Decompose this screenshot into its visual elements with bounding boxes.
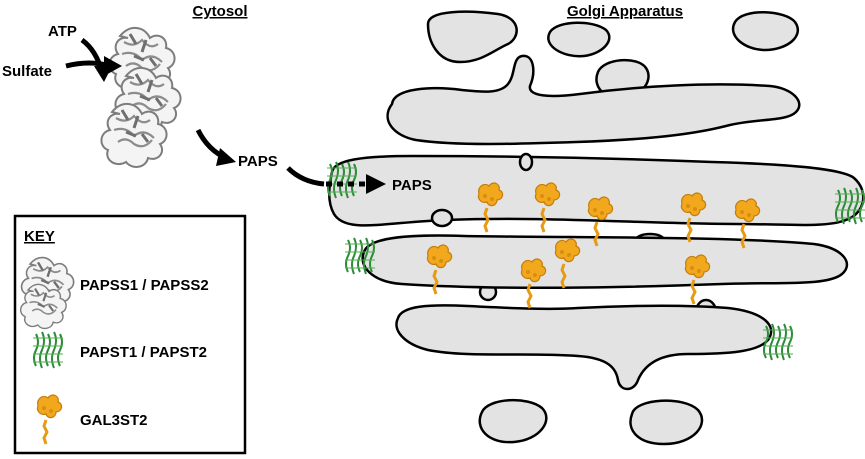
golgi-vesicle xyxy=(478,398,548,444)
paps-golgi-label: PAPS xyxy=(392,177,432,194)
golgi-header: Golgi Apparatus xyxy=(567,3,683,20)
golgi-vesicle xyxy=(518,152,534,172)
key-item-gal3st2: GAL3ST2 xyxy=(80,412,148,429)
golgi-cisterna-top xyxy=(386,54,801,146)
golgi-cisterna-3 xyxy=(361,234,849,290)
key-title: KEY xyxy=(24,228,55,245)
golgi-vesicle xyxy=(547,21,611,58)
golgi-vesicle xyxy=(731,11,799,52)
papss-protein xyxy=(99,26,183,169)
key-item-papst: PAPST1 / PAPST2 xyxy=(80,344,207,361)
key-legend: KEY PAPSS1 / PAPSS2 PAPST1 / PAPST2 GAL3… xyxy=(13,214,247,455)
paps-cytosol-label: PAPS xyxy=(238,153,278,170)
golgi-vesicle xyxy=(430,208,454,228)
atp-label: ATP xyxy=(48,23,77,40)
paps-production-arrow xyxy=(195,128,236,166)
cytosol-header: Cytosol xyxy=(192,3,247,20)
golgi-apparatus xyxy=(328,10,865,446)
golgi-vesicle xyxy=(426,10,518,64)
key-item-papss: PAPSS1 / PAPSS2 xyxy=(80,277,209,294)
sulfate-arrow xyxy=(65,56,122,76)
golgi-cisterna-2 xyxy=(328,154,865,227)
golgi-vesicle xyxy=(629,399,704,446)
sulfate-label: Sulfate xyxy=(2,63,52,80)
golgi-cisterna-bottom xyxy=(395,304,773,391)
paps-transport-arrow xyxy=(286,166,386,194)
